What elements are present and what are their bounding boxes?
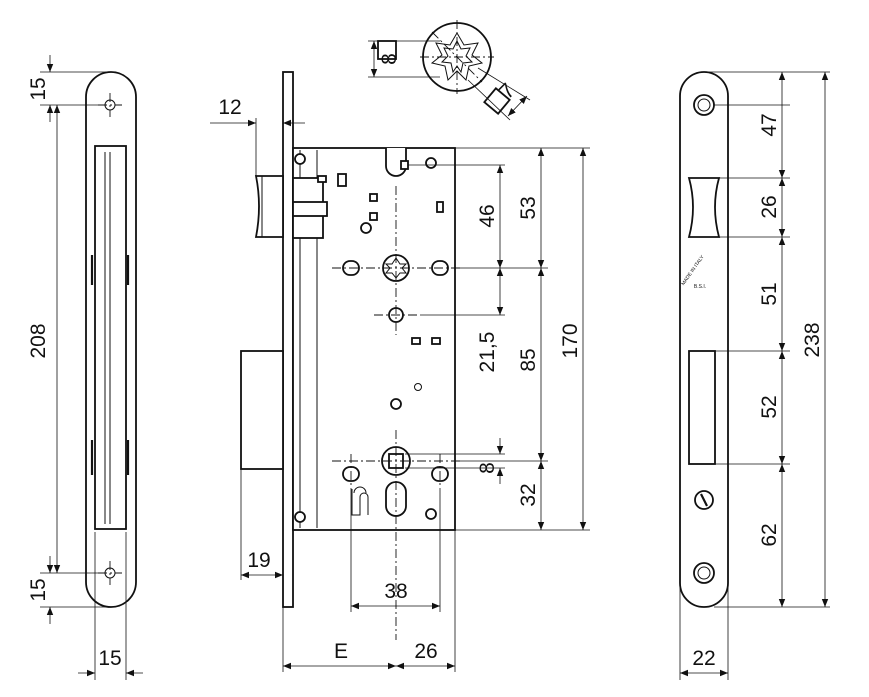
- strike-latch-opening: [687, 177, 721, 238]
- strike-dim-width: 22: [692, 647, 715, 670]
- latch-bolt: [254, 175, 284, 238]
- dim-follower-to-cylinder: 85: [517, 348, 540, 371]
- strike-dim-top: 47: [758, 113, 781, 136]
- case-screw-tr: [425, 157, 437, 169]
- forend-plate: [282, 71, 294, 608]
- dead-bolt: [240, 350, 284, 470]
- latch-projection-dim: 12: [218, 96, 241, 119]
- bolt-projection-dim: 19: [247, 549, 270, 572]
- faceplate-dim-bottom: 15: [27, 578, 50, 601]
- dim-top-to-follower: 46: [476, 204, 499, 227]
- hole-spacing-dim: 38: [384, 580, 407, 603]
- case-screw-br: [425, 508, 437, 520]
- follower-detail: 8 7: [368, 20, 531, 121]
- dim-cylinder-to-bottom: 32: [517, 483, 540, 506]
- strike-plate-outline: [679, 71, 729, 608]
- follower-square-dim: 8: [378, 53, 401, 65]
- diamond-symbol: [483, 87, 511, 115]
- faceplate-view: 15 208 15 15: [27, 55, 143, 680]
- case-screw-bl: [294, 511, 306, 523]
- strike-screw-bottom: [693, 562, 715, 584]
- lock-body-view: 12 19 38 E 26: [210, 71, 460, 672]
- dim-top-to-follower-center: 53: [517, 196, 540, 219]
- faceplate-dim-width: 15: [98, 647, 121, 670]
- stamp-line-2: B.S.I.: [694, 284, 706, 290]
- case-screw-tl: [294, 153, 306, 165]
- strike-dim-latch-opening: 26: [758, 195, 781, 218]
- dim-follower-to-center: 21,5: [476, 332, 499, 373]
- strike-plate-view: MADE IN ITALY B.S.I. 47 26 51 52 62 238: [679, 71, 830, 680]
- strike-dim-total: 238: [801, 322, 824, 357]
- dim-body-height: 170: [559, 323, 582, 358]
- faceplate-dim-top: 15: [27, 77, 50, 100]
- strike-dim-gap: 51: [758, 282, 781, 305]
- lock-vertical-dims: 46 53 21,5 85 170 8 32: [405, 147, 590, 531]
- strike-screw-top: [693, 94, 715, 116]
- strike-bolt-opening: [688, 350, 716, 465]
- backset-dim: E: [334, 640, 348, 663]
- strike-dim-bolt-opening: 52: [758, 395, 781, 418]
- strike-dim-bottom: 62: [758, 523, 781, 546]
- faceplate-dim-height: 208: [27, 323, 50, 358]
- right-offset-dim: 26: [414, 640, 437, 663]
- dim-cylinder-square: 8: [476, 462, 499, 474]
